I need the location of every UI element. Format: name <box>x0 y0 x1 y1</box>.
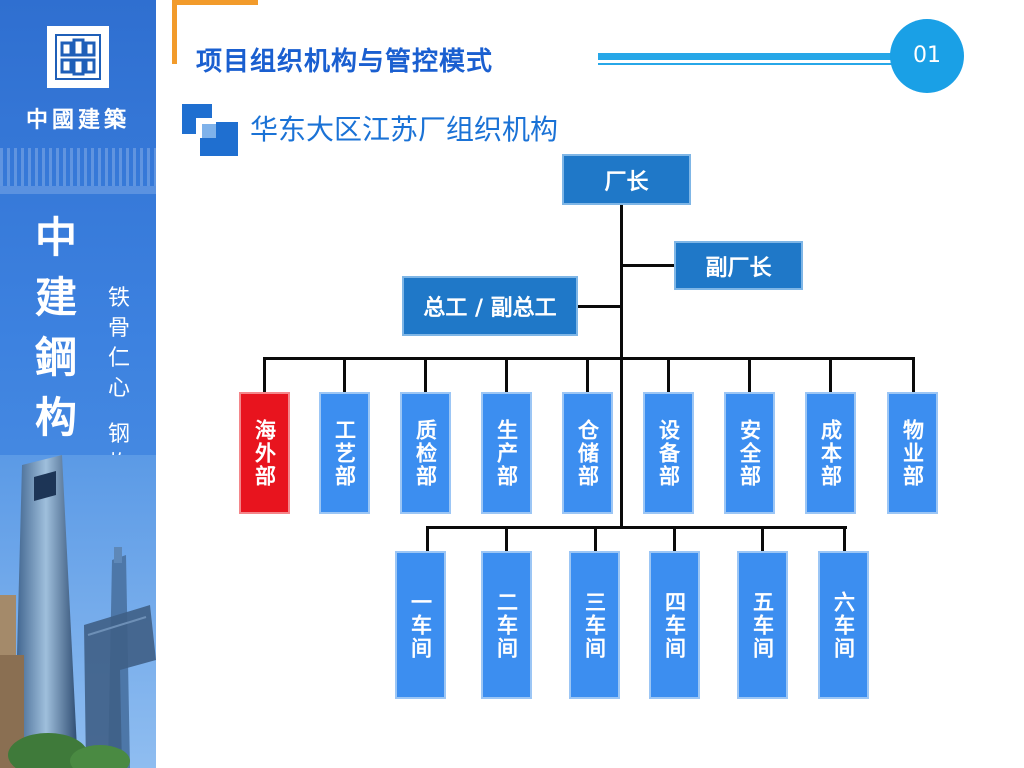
dept-quality: 质检部 <box>400 392 451 514</box>
decorative-band <box>0 186 156 194</box>
dept-bus-line <box>263 357 915 360</box>
dept-property: 物业部 <box>887 392 938 514</box>
title-corner-mask <box>166 64 196 94</box>
cscec-logo <box>47 26 109 88</box>
dept-warehouse: 仓储部 <box>562 392 613 514</box>
title-rule-thin <box>598 63 898 65</box>
dept-safety: 安全部 <box>724 392 775 514</box>
stacked-squares-icon <box>182 104 238 156</box>
slogan-main: 中建鋼构 <box>34 213 77 442</box>
workshop-drop <box>426 526 429 552</box>
workshop-2: 二车间 <box>481 551 532 699</box>
workshop-3: 三车间 <box>569 551 620 699</box>
workshop-6: 六车间 <box>818 551 869 699</box>
workshop-drop <box>843 526 846 552</box>
trunk-line <box>620 204 623 528</box>
dept-overseas: 海外部 <box>239 392 290 514</box>
cscec-logo-icon <box>55 34 101 80</box>
brand-sidebar: 中國建築 中建鋼构 铁骨仁心 钢构未来 <box>0 0 156 768</box>
deputy-director-node: 副厂长 <box>674 241 803 290</box>
decorative-band <box>0 148 156 186</box>
brand-name: 中國建築 <box>25 107 130 133</box>
title-corner-decoration <box>172 0 258 80</box>
dept-drop <box>829 357 832 393</box>
section-subtitle: 华东大区江苏厂组织机构 <box>250 113 559 146</box>
dept-drop <box>748 357 751 393</box>
dept-equipment: 设备部 <box>643 392 694 514</box>
page-number-badge: 01 <box>890 19 964 93</box>
workshop-bus-line <box>426 526 847 529</box>
chief-engineer-node: 总工 / 副总工 <box>402 276 578 336</box>
factory-director-node: 厂长 <box>562 154 691 205</box>
workshop-drop <box>673 526 676 552</box>
slogan-line-a: 铁骨仁心 <box>107 286 130 401</box>
dept-production: 生产部 <box>481 392 532 514</box>
dept-drop <box>505 357 508 393</box>
dept-cost: 成本部 <box>805 392 856 514</box>
title-rule <box>598 53 898 60</box>
workshop-4: 四车间 <box>649 551 700 699</box>
workshop-5: 五车间 <box>737 551 788 699</box>
dept-drop <box>343 357 346 393</box>
dept-drop <box>586 357 589 393</box>
workshop-1: 一车间 <box>395 551 446 699</box>
workshop-drop <box>761 526 764 552</box>
dept-process: 工艺部 <box>319 392 370 514</box>
dept-drop <box>667 357 670 393</box>
dept-drop <box>424 357 427 393</box>
skyline-image <box>0 455 156 768</box>
deputy-connector <box>620 264 676 267</box>
workshop-drop <box>594 526 597 552</box>
dept-drop <box>912 357 915 393</box>
workshop-drop <box>505 526 508 552</box>
dept-drop <box>263 357 266 393</box>
page-title: 项目组织机构与管控模式 <box>196 47 494 77</box>
chief-connector <box>578 305 622 308</box>
